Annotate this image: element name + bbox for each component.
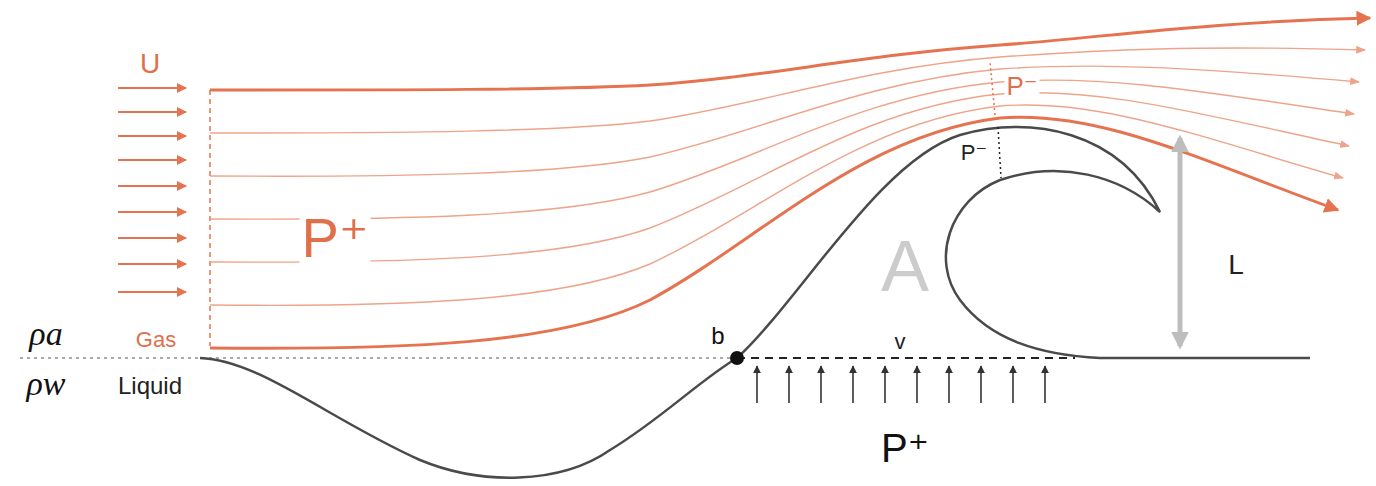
pressure-arrows	[757, 366, 1045, 403]
water-level-line	[20, 357, 737, 359]
density-symbol: ρw	[25, 367, 68, 401]
area-label: A	[879, 230, 931, 302]
inlet-line	[209, 90, 211, 346]
phase-label: Liquid	[116, 374, 184, 398]
pressure-label: P⁻	[959, 142, 989, 164]
height-arrow	[1178, 138, 1183, 346]
top-streamline	[210, 18, 1370, 90]
probe-line	[990, 62, 995, 115]
streamlines	[210, 48, 1365, 305]
point-label: b	[709, 324, 726, 348]
velocity-label: U	[138, 50, 162, 78]
wind-arrows	[118, 88, 186, 292]
density-symbol: ρa	[27, 317, 64, 351]
phase-label: Gas	[134, 329, 178, 351]
volume-label: v	[893, 331, 908, 353]
pressure-label: P⁺	[300, 210, 371, 266]
wave-surface	[200, 127, 1310, 478]
pressure-label: P⁺	[879, 428, 931, 468]
pressure-label: P⁻	[1004, 73, 1039, 99]
control-line	[737, 357, 1075, 359]
point-dot	[730, 351, 744, 365]
height-label: L	[1226, 251, 1246, 279]
surface-streamline	[210, 117, 1338, 348]
probe-line	[998, 127, 1001, 178]
